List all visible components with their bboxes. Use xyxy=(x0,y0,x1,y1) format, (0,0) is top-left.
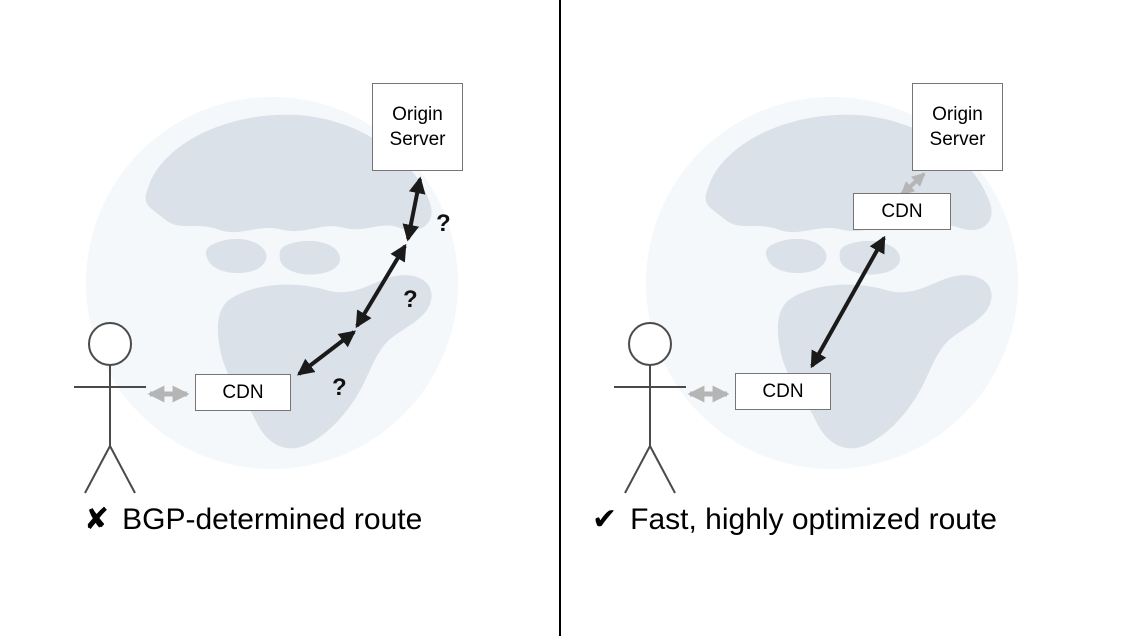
optimized-route-arrow xyxy=(810,235,886,369)
question-mark-1: ? xyxy=(332,374,347,401)
panel-divider xyxy=(559,0,561,636)
user-figure-right xyxy=(614,322,686,494)
cdn-origin-arrow xyxy=(900,172,926,196)
caption-bgp-route: ✘ BGP-determined route xyxy=(84,502,422,538)
cdn-label: CDN xyxy=(222,381,264,403)
figure-leg-left xyxy=(624,445,651,494)
origin-server-box: Origin Server xyxy=(912,83,1003,171)
bgp-route-arrow-segment-3 xyxy=(402,176,426,242)
bgp-route-arrow-segment-2 xyxy=(355,243,407,329)
cdn-edge-box: CDN xyxy=(853,193,951,230)
question-mark-2: ? xyxy=(403,286,418,313)
figure-leg-left xyxy=(84,445,111,494)
question-mark-3: ? xyxy=(436,210,451,237)
caption-text: Fast, highly optimized route xyxy=(630,503,997,536)
user-figure-left xyxy=(74,322,146,494)
cross-mark-icon: ✘ xyxy=(84,503,110,536)
origin-server-label: Origin Server xyxy=(929,103,986,150)
figure-leg-right xyxy=(649,445,676,494)
origin-server-label: Origin Server xyxy=(389,103,446,150)
cdn-box: CDN xyxy=(195,374,291,411)
figure-leg-right xyxy=(109,445,136,494)
cdn-label: CDN xyxy=(762,380,804,402)
cdn-box: CDN xyxy=(735,373,831,410)
check-mark-icon: ✔ xyxy=(592,503,618,536)
caption-optimized-route: ✔ Fast, highly optimized route xyxy=(592,502,997,538)
bgp-route-arrow-segment-1 xyxy=(296,330,357,376)
cdn-label: CDN xyxy=(881,200,923,222)
origin-server-box: Origin Server xyxy=(372,83,463,171)
caption-text: BGP-determined route xyxy=(122,503,423,536)
